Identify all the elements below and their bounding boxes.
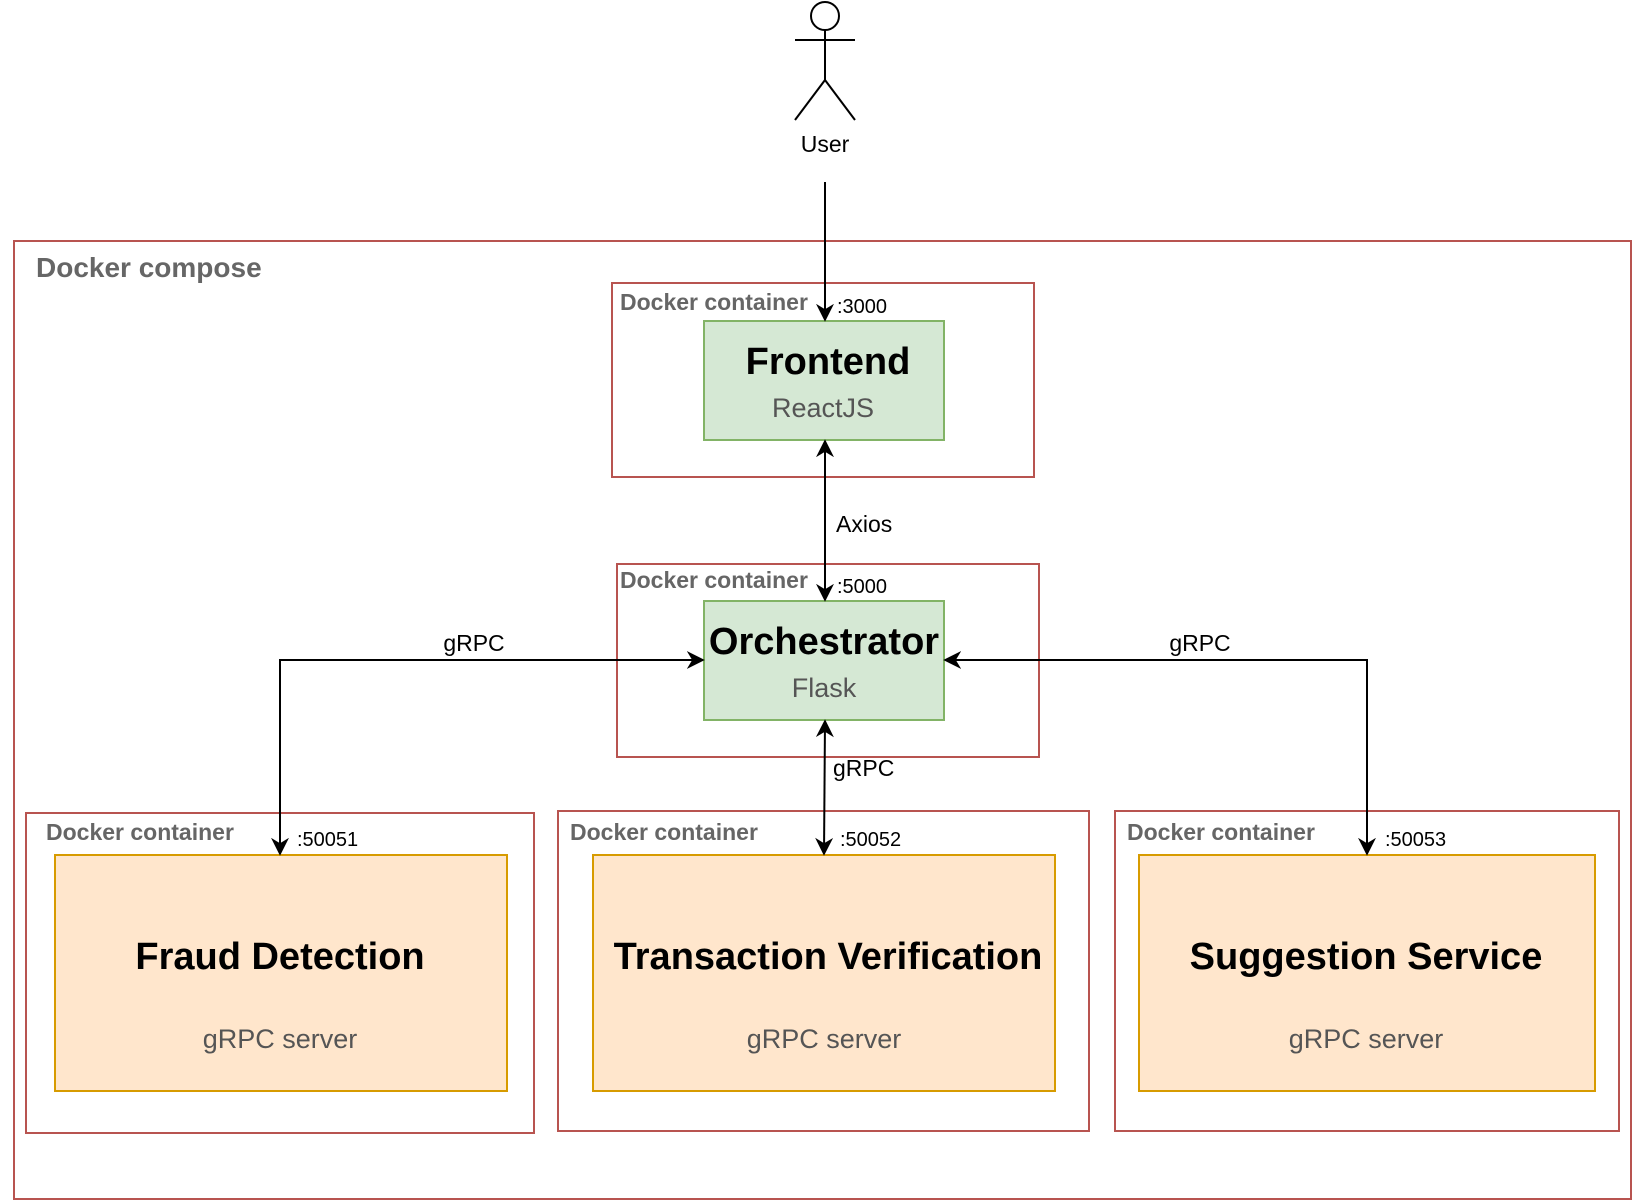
orchestrator-name: Orchestrator: [709, 621, 939, 663]
user-actor[interactable]: User: [794, 1, 856, 157]
fraud-port: :50051: [297, 829, 358, 851]
frontend-port: :3000: [837, 296, 887, 318]
actor-left-leg-icon: [794, 79, 826, 121]
actor-head-icon: [810, 1, 840, 31]
docker-compose-title: Docker compose: [36, 252, 262, 283]
transaction-verification-container[interactable]: Docker container :50052 Transaction Veri…: [557, 810, 1090, 1132]
transaction-container-title: Docker container: [570, 819, 758, 845]
orchestrator-suggestion-arrow[interactable]: [943, 651, 1376, 856]
docker-compose-border: [13, 240, 1632, 1200]
frontend-container[interactable]: Docker container :3000 Frontend ReactJS: [611, 282, 1035, 478]
fraud-detection-node[interactable]: [54, 854, 508, 1092]
orchestrator-container-title: Docker container: [620, 567, 808, 593]
orchestrator-tech: Flask: [792, 673, 857, 703]
fraud-tech: gRPC server: [203, 1024, 358, 1054]
suggestion-name: Suggestion Service: [1190, 936, 1543, 978]
docker-compose-group[interactable]: Docker compose: [13, 240, 1632, 1200]
orchestrator-fraud-arrow[interactable]: [271, 651, 705, 856]
suggestion-service-container[interactable]: Docker container :50053 Suggestion Servi…: [1114, 810, 1620, 1132]
frontend-node[interactable]: [703, 320, 945, 441]
frontend-tech: ReactJS: [772, 393, 874, 423]
orchestrator-fraud-label: gRPC: [443, 630, 504, 656]
orchestrator-transaction-label: gRPC: [833, 755, 894, 781]
orchestrator-port: :5000: [837, 576, 887, 598]
frontend-orchestrator-label: Axios: [836, 511, 892, 537]
suggestion-tech: gRPC server: [1289, 1024, 1444, 1054]
actor-right-leg-icon: [824, 79, 856, 121]
transaction-port: :50052: [840, 829, 901, 851]
actor-label: User: [801, 131, 850, 157]
transaction-name: Transaction Verification: [614, 936, 1043, 978]
orchestrator-suggestion-label: gRPC: [1169, 630, 1230, 656]
suggestion-port: :50053: [1385, 829, 1446, 851]
transaction-verification-node[interactable]: [592, 854, 1056, 1092]
fraud-detection-container[interactable]: Docker container :50051 Fraud Detection …: [25, 812, 535, 1134]
transaction-tech: gRPC server: [747, 1024, 902, 1054]
frontend-name: Frontend: [746, 341, 911, 383]
frontend-container-title: Docker container: [620, 289, 808, 315]
fraud-container-title: Docker container: [46, 819, 234, 845]
fraud-name: Fraud Detection: [135, 936, 424, 978]
orchestrator-transaction-arrow[interactable]: [815, 719, 834, 856]
suggestion-container-title: Docker container: [1127, 819, 1315, 845]
